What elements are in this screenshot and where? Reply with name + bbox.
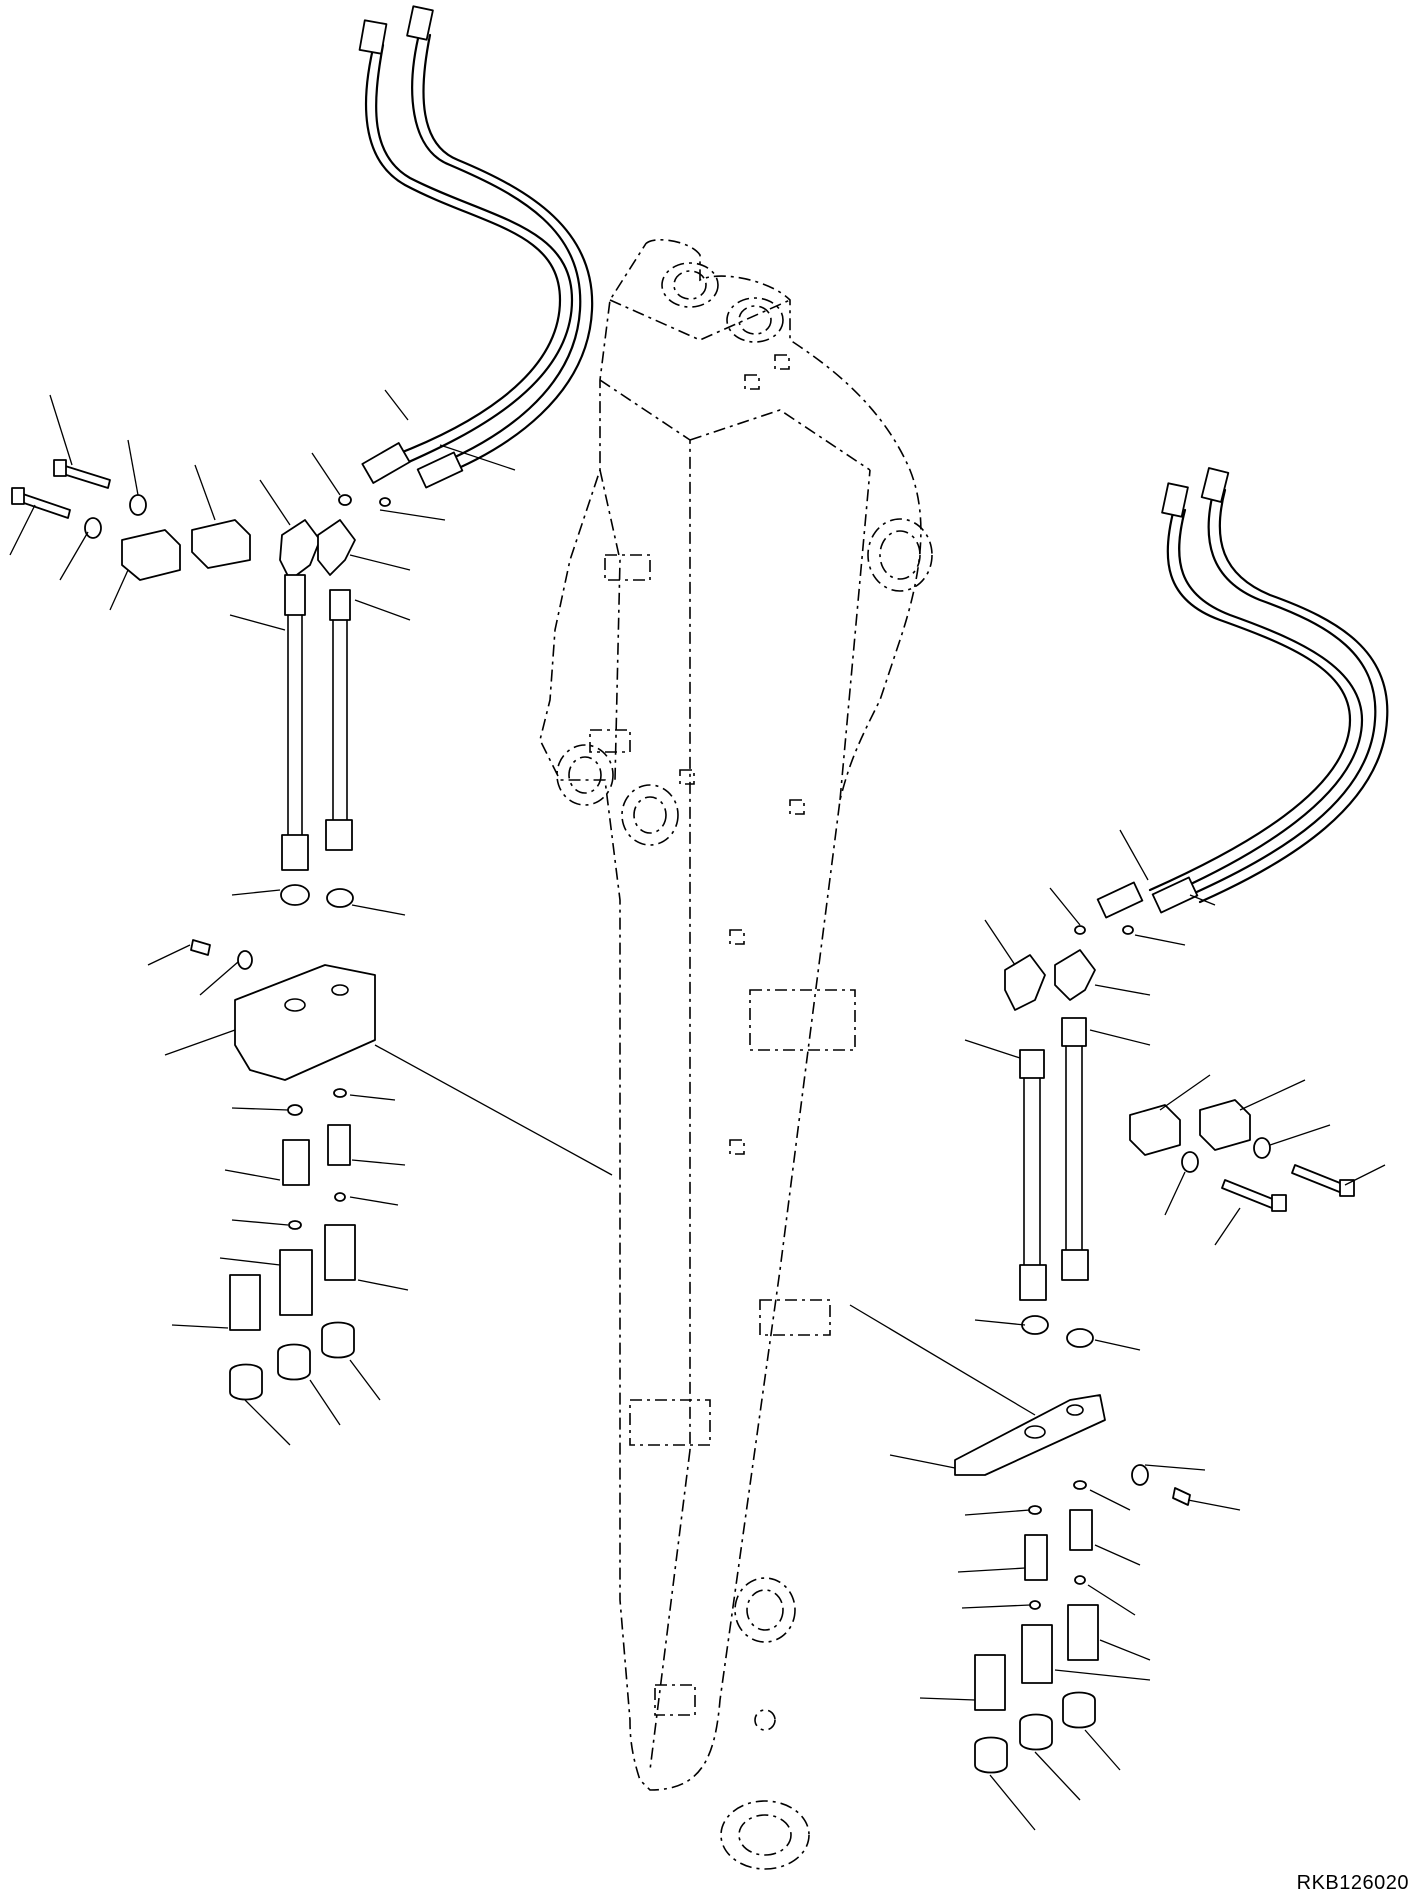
drawing-code-label: RKB126020 (1296, 1872, 1409, 1894)
right-long-hose-a (1148, 503, 1352, 892)
boom-arm (539, 239, 933, 1870)
left-long-hose-a (364, 38, 562, 457)
right-hose-assembly (849, 467, 1389, 1831)
left-hose-assembly (9, 5, 613, 1446)
left-long-hose-b (411, 28, 582, 470)
right-long-hose-b (1188, 483, 1377, 897)
